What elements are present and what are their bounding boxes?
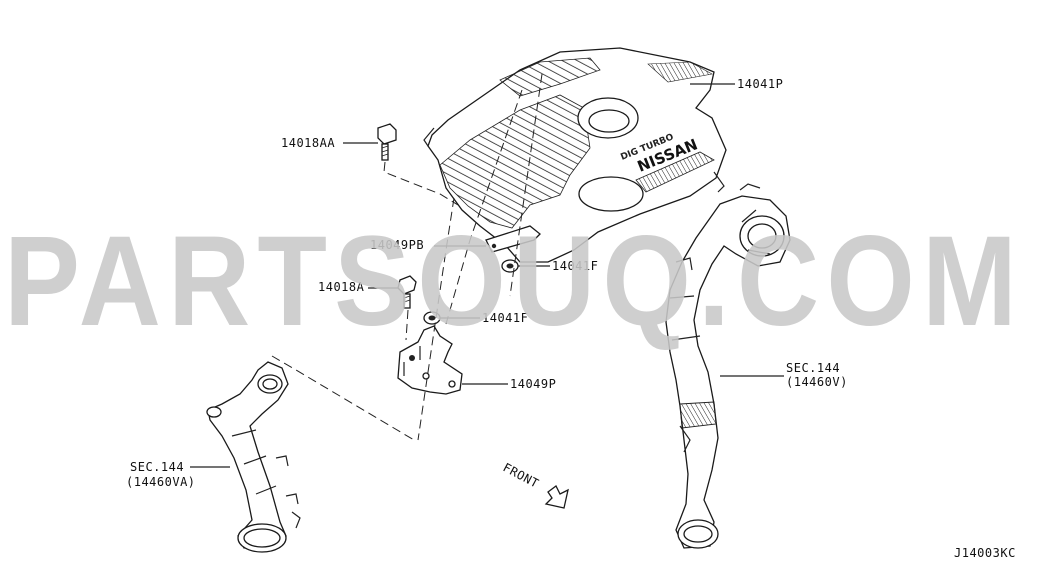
watermark-text: PARTSOUQ.COM: [4, 210, 1024, 353]
callout-sec-right-2: (14460V): [786, 375, 848, 389]
dash-bolt-14018A: [405, 309, 409, 341]
callout-14018A: 14018A: [318, 280, 365, 294]
callout-14049PB: 14049PB: [370, 238, 424, 252]
air-duct-left: [206, 361, 301, 553]
callout-14041P: 14041P: [737, 77, 783, 91]
callout-14049P: 14049P: [510, 377, 556, 391]
engine-cover: DIG TURBO NISSAN: [423, 47, 727, 263]
dash-vertical-3: [417, 197, 455, 441]
front-indicator: FRONT: [501, 460, 569, 509]
air-duct-right: [665, 183, 791, 549]
callout-sec-left-1: SEC.144: [130, 460, 184, 474]
dash-vertical-1: [509, 73, 543, 297]
callout-14041F-upper: 14041F: [552, 259, 598, 273]
callout-14041F-lower: 14041F: [482, 311, 528, 325]
front-label: FRONT: [501, 460, 542, 490]
dash-left-link: [271, 355, 415, 441]
bolt-14018AA: [377, 123, 397, 161]
bolt-14018A: [397, 275, 417, 309]
callout-sec-left-2: (14460VA): [126, 475, 196, 489]
dash-vertical-2: [445, 89, 523, 325]
dash-14018AA: [383, 161, 459, 206]
diagram-code: J14003KC: [954, 546, 1016, 560]
callout-sec-right-1: SEC.144: [786, 361, 840, 375]
bracket-14049PB: [485, 225, 541, 253]
callout-14018AA: 14018AA: [281, 136, 335, 150]
bracket-14049P: [397, 325, 463, 395]
